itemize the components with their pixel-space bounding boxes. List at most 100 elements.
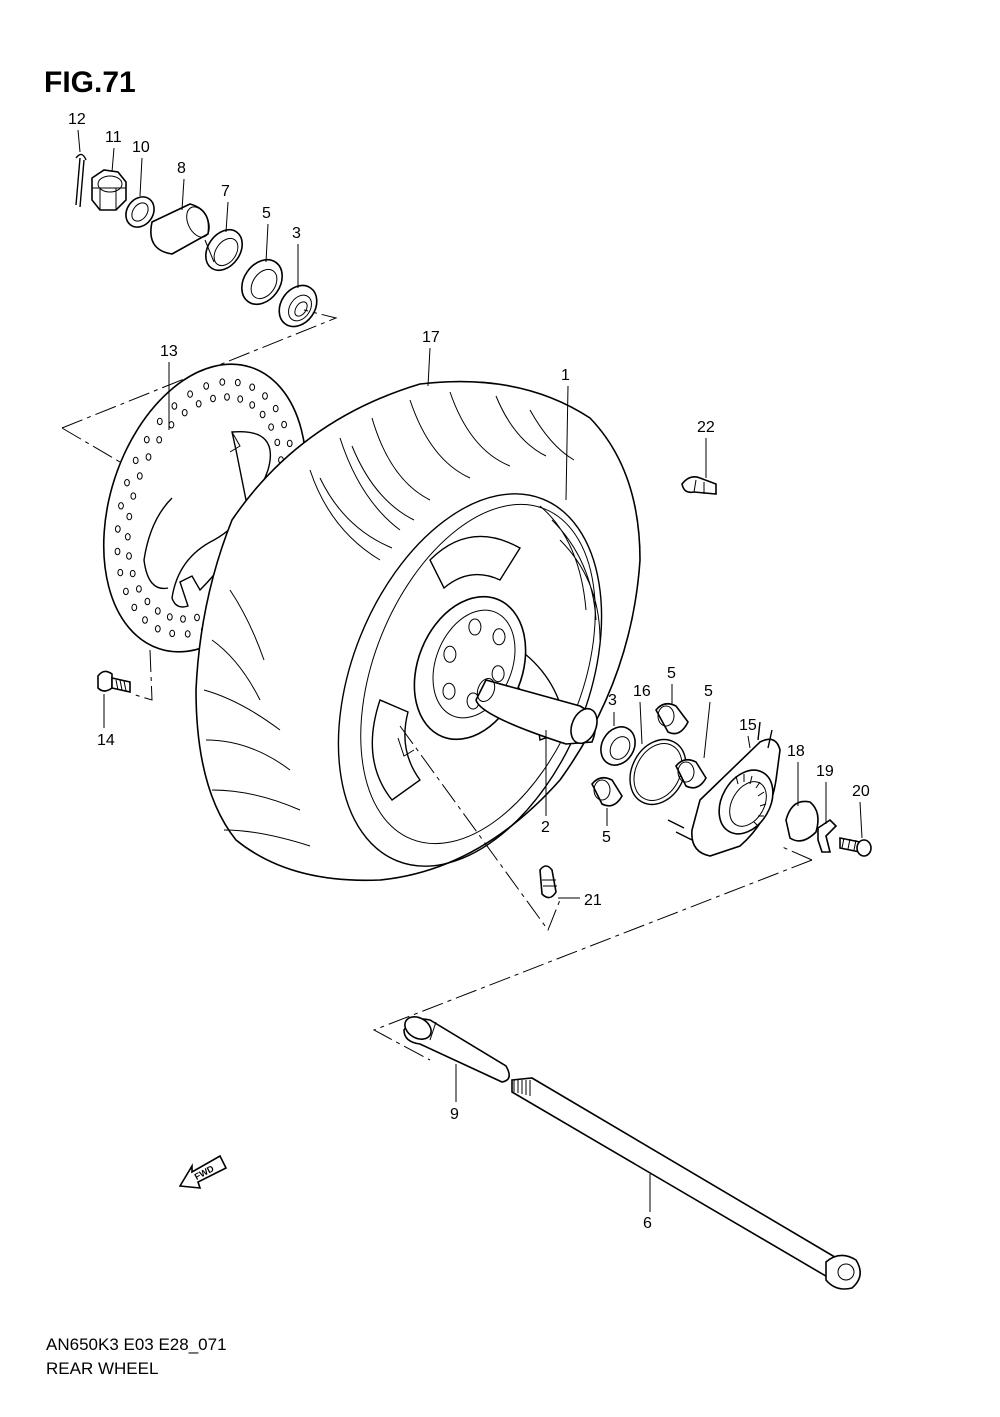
- disc-hole: [249, 383, 256, 391]
- part-hub-collar: [475, 677, 598, 745]
- callout-20: 17: [422, 329, 440, 346]
- disc-hole: [114, 525, 121, 533]
- figure-name: REAR WHEEL: [46, 1359, 158, 1378]
- callout-6: 6: [643, 1215, 652, 1232]
- callout-21: 21: [584, 892, 602, 909]
- callout-13: 13: [160, 343, 178, 360]
- disc-hole: [181, 409, 188, 417]
- disc-hole: [131, 603, 138, 612]
- callout-5-lower: 5: [602, 829, 611, 846]
- part-spacer-tube: [150, 203, 210, 255]
- part-axle-spacer: [403, 1016, 510, 1083]
- callout-15: 15: [739, 717, 757, 734]
- part-axle-shaft: [511, 1077, 861, 1290]
- hub-bolt-hole: [491, 665, 505, 683]
- disc-hole: [224, 393, 230, 401]
- disc-hole: [124, 479, 130, 487]
- callout-11: 11: [105, 129, 122, 146]
- part-balance-clip: [681, 476, 717, 495]
- callout-16: 16: [633, 683, 651, 700]
- disc-hole: [129, 569, 136, 578]
- part-sensor-rotor: [667, 721, 781, 857]
- part-o-ring: [629, 738, 687, 806]
- callout-8: 8: [177, 160, 186, 177]
- callout-3-upper: 3: [292, 225, 301, 242]
- figure-code: AN650K3 E03 E28_071: [46, 1335, 227, 1354]
- part-sensor-plate: [785, 800, 819, 842]
- callout-17: 19: [816, 763, 834, 780]
- disc-hole: [124, 533, 131, 541]
- disc-hole: [144, 597, 151, 606]
- disc-hole: [130, 492, 137, 500]
- fwd-direction-badge: FWD: [178, 1154, 228, 1189]
- callout-2: 2: [541, 819, 550, 836]
- callout-5-mid: 5: [704, 683, 713, 700]
- callout-1: 1: [561, 367, 570, 384]
- part-bearing-upper: [241, 258, 283, 306]
- disc-hole: [171, 402, 178, 410]
- disc-hole: [187, 390, 194, 398]
- disc-hole: [154, 607, 161, 615]
- callout-14: 14: [97, 732, 115, 749]
- disc-hole: [286, 439, 293, 448]
- disc-hole: [169, 629, 176, 638]
- disc-hole: [281, 420, 288, 429]
- disc-hole: [126, 552, 132, 560]
- disc-hole: [132, 456, 139, 465]
- disc-hole: [184, 630, 191, 638]
- disc-hole: [272, 404, 279, 413]
- hub-bolt-hole: [443, 645, 457, 663]
- callout-12: 12: [68, 111, 86, 128]
- disc-hole: [219, 378, 226, 386]
- part-cotter-pin: [75, 153, 87, 208]
- part-sensor-bracket: [817, 818, 838, 853]
- disc-hole: [168, 421, 175, 429]
- callout-3-lower: 3: [608, 692, 617, 709]
- disc-hole: [156, 436, 163, 444]
- part-damper-mid: [675, 758, 707, 789]
- disc-hole: [145, 453, 152, 461]
- part-damper-upper: [655, 702, 689, 735]
- disc-hole: [249, 401, 256, 409]
- part-tire: [195, 380, 641, 882]
- disc-hole: [195, 400, 202, 408]
- disc-hole: [136, 585, 142, 593]
- disc-hole: [180, 615, 186, 623]
- disc-hole: [142, 616, 148, 624]
- disc-hole: [166, 613, 173, 621]
- part-washer: [125, 196, 155, 228]
- callout-7: 7: [221, 183, 230, 200]
- callout-5-upper: 5: [667, 665, 676, 682]
- disc-hole: [123, 587, 129, 596]
- hub-bolt-holes: [442, 618, 506, 710]
- disc-hole: [194, 613, 200, 622]
- part-valve: [539, 865, 557, 899]
- hub-bolt-hole: [492, 628, 506, 646]
- disc-hole: [143, 436, 150, 444]
- disc-hole: [136, 472, 143, 480]
- hub-bolt-hole: [442, 682, 456, 700]
- part-axle-nut: [91, 169, 127, 211]
- arrow-left-icon: [178, 1154, 228, 1189]
- figure-title: FIG.71: [44, 66, 136, 99]
- callout-22: 22: [697, 419, 715, 436]
- disc-hole: [118, 502, 124, 510]
- disc-hole: [203, 382, 210, 390]
- disc-hole: [154, 625, 161, 633]
- part-dust-seal: [204, 228, 243, 272]
- part-sensor-screw: [839, 837, 872, 857]
- disc-hole: [126, 512, 133, 521]
- disc-hole: [237, 395, 244, 403]
- disc-hole: [274, 438, 281, 447]
- hub-bolt-hole: [468, 618, 482, 636]
- callout-10: 10: [132, 139, 150, 156]
- part-disc-bolt: [97, 670, 131, 693]
- part-bearing-3-lower: [600, 726, 636, 766]
- disc-hole: [114, 547, 121, 556]
- callout-18: 18: [787, 743, 805, 760]
- disc-hole: [259, 410, 266, 419]
- part-bearing-3-upper: [278, 284, 318, 328]
- disc-hole: [262, 392, 268, 400]
- disc-hole: [234, 378, 241, 387]
- disc-hole: [210, 394, 216, 403]
